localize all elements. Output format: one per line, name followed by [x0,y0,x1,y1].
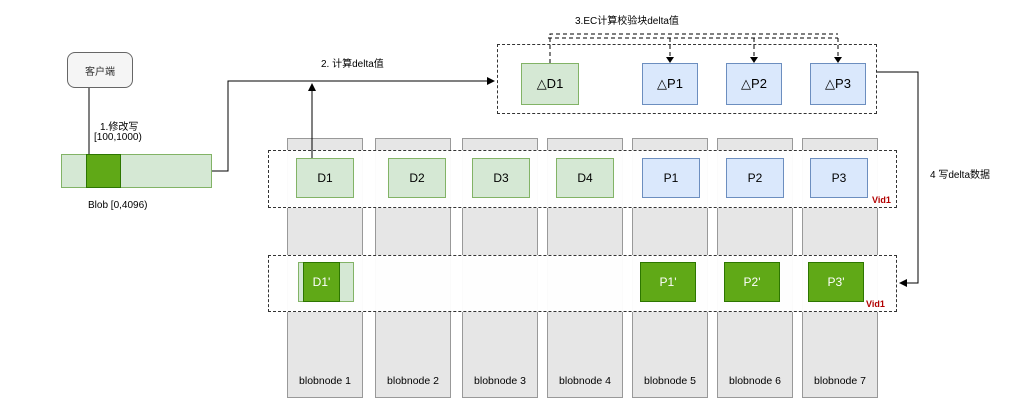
blobnode-label-5: blobnode 5 [644,375,696,387]
block-delta-p1: △P1 [642,63,698,105]
blobnode-label-3: blobnode 3 [474,375,526,387]
ec-dashed-arrows [548,33,839,63]
block-delta-p3: △P3 [810,63,866,105]
step1-label-line1: 1.修改写 [100,122,139,133]
blobnode-label-4: blobnode 4 [559,375,611,387]
blob-label: Blob [0,4096) [88,200,148,211]
block-p1-prime: P1' [640,262,696,302]
block-p3-prime: P3' [808,262,864,302]
blob-modified-range [86,154,121,188]
blobnode-label-2: blobnode 2 [387,375,439,387]
block-d1-prime: D1' [303,262,340,302]
client-box: 客户端 [67,52,133,88]
block-p2: P2 [726,158,784,198]
block-p1: P1 [642,158,700,198]
block-d4: D4 [556,158,614,198]
blobnode-label-6: blobnode 6 [729,375,781,387]
vid-tag-row1: Vid1 [872,195,891,205]
block-d1: D1 [296,158,354,198]
blobnode-label-1: blobnode 1 [299,375,351,387]
block-delta-p2: △P2 [726,63,782,105]
vid-tag-row2: Vid1 [866,299,885,309]
blobnode-label-7: blobnode 7 [814,375,866,387]
block-p2-prime: P2' [724,262,780,302]
block-d3: D3 [472,158,530,198]
vid-band-row2 [268,255,897,312]
step3-label: 3.EC计算校验块delta值 [575,16,679,27]
step4-label: 4 写delta数据 [930,170,991,181]
step2-label: 2. 计算delta值 [321,59,384,70]
blob-to-delta-arrow [212,77,495,172]
write-delta-arrow [877,71,919,287]
block-p3: P3 [810,158,868,198]
step1-label-line2: [100,1000) [94,132,142,143]
block-delta-d1: △D1 [521,63,579,105]
block-d2: D2 [388,158,446,198]
